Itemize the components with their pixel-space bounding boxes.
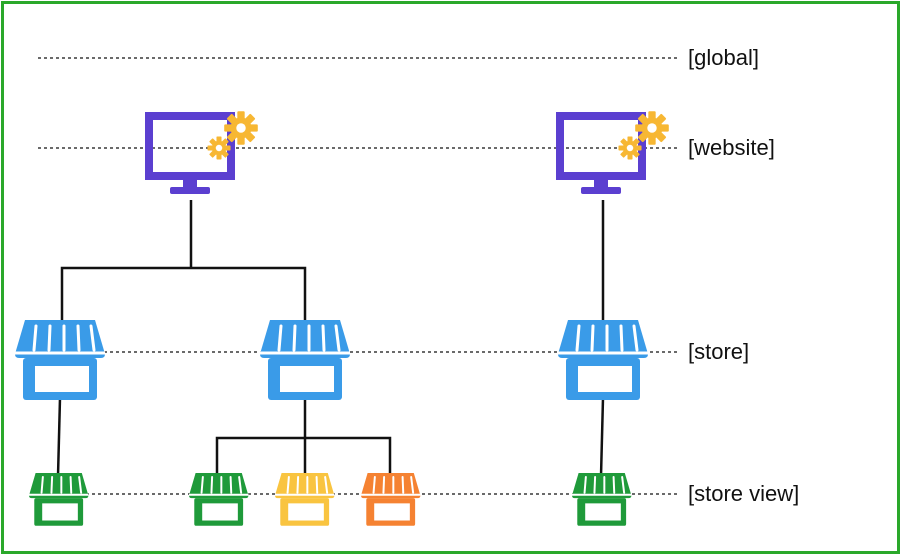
store-2	[258, 320, 352, 400]
hierarchy-connectors	[56, 200, 605, 477]
storefront-icon	[556, 320, 650, 400]
store-view-5	[571, 473, 633, 526]
monitor-with-gears-icon	[149, 111, 258, 194]
scope-label-website: [website]	[688, 135, 775, 160]
storefront-icon	[188, 473, 250, 526]
store-view-2	[188, 473, 250, 526]
scope-label-global: [global]	[688, 45, 759, 70]
website-1	[149, 111, 258, 194]
storefront-icon	[274, 473, 336, 526]
connector-store2-branch	[215, 436, 392, 476]
connector-website1-branch	[60, 266, 307, 322]
scope-label-store: [store]	[688, 339, 749, 364]
store-view-4	[360, 473, 422, 526]
monitor-with-gears-icon	[560, 111, 669, 194]
connector-store3-view5	[599, 397, 605, 477]
website-2	[560, 111, 669, 194]
store-view-1	[28, 473, 90, 526]
scope-guide-lines	[38, 57, 680, 495]
store-view-3	[274, 473, 336, 526]
storefront-icon	[571, 473, 633, 526]
storefront-icon	[13, 320, 107, 400]
storefront-icon	[258, 320, 352, 400]
scope-label-store-view: [store view]	[688, 481, 799, 506]
connector-store1-view1	[56, 397, 62, 477]
store-3	[556, 320, 650, 400]
storefront-icon	[360, 473, 422, 526]
store-1	[13, 320, 107, 400]
storefront-icon	[28, 473, 90, 526]
